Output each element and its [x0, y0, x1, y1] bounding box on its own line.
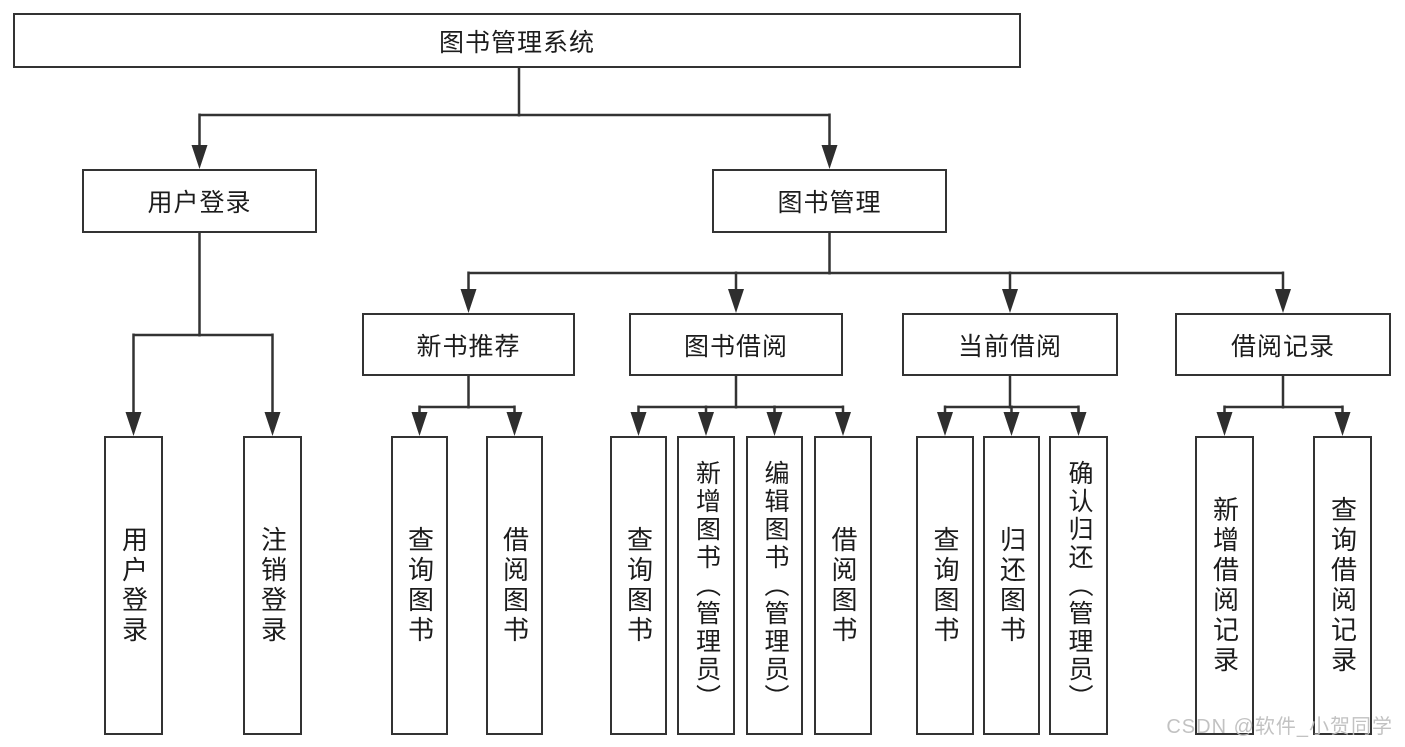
leaf-query-books-recommend-label: 查询图书: [404, 525, 435, 646]
leaf-borrow-books-borrowing: 借阅图书: [814, 436, 872, 735]
leaf-add-books-admin: 新增图书（管理员）: [677, 436, 735, 735]
leaf-add-borrow-record-label: 新增借阅记录: [1209, 495, 1240, 676]
node-borrowing-records: 借阅记录: [1175, 313, 1391, 376]
leaf-query-borrow-record: 查询借阅记录: [1313, 436, 1372, 735]
leaf-add-books-admin-label: 新增图书（管理员）: [692, 459, 721, 712]
node-current-borrowing: 当前借阅: [902, 313, 1118, 376]
leaf-confirm-return-admin-label: 确认归还（管理员）: [1065, 459, 1093, 712]
leaf-user-login: 用户登录: [104, 436, 163, 735]
leaf-query-books-recommend: 查询图书: [391, 436, 448, 735]
leaf-query-books-borrowing: 查询图书: [610, 436, 667, 735]
leaf-logout-label: 注销登录: [257, 525, 288, 646]
node-library-management-system: 图书管理系统: [13, 13, 1021, 68]
leaf-query-books-borrowing-label: 查询图书: [623, 525, 654, 646]
leaf-query-books-current-label: 查询图书: [930, 525, 960, 646]
leaf-confirm-return-admin: 确认归还（管理员）: [1049, 436, 1108, 735]
leaf-query-borrow-record-label: 查询借阅记录: [1327, 495, 1358, 676]
leaf-edit-books-admin: 编辑图书（管理员）: [746, 436, 803, 735]
leaf-user-login-label: 用户登录: [118, 525, 149, 646]
leaf-add-borrow-record: 新增借阅记录: [1195, 436, 1254, 735]
leaf-query-books-current: 查询图书: [916, 436, 974, 735]
node-new-book-recommend: 新书推荐: [362, 313, 575, 376]
leaf-return-books-label: 归还图书: [996, 525, 1027, 646]
node-book-management: 图书管理: [712, 169, 947, 233]
leaf-borrow-books-recommend: 借阅图书: [486, 436, 543, 735]
leaf-borrow-books-recommend-label: 借阅图书: [499, 525, 530, 646]
node-book-borrowing: 图书借阅: [629, 313, 843, 376]
node-user-login: 用户登录: [82, 169, 317, 233]
leaf-logout: 注销登录: [243, 436, 302, 735]
leaf-edit-books-admin-label: 编辑图书（管理员）: [761, 459, 789, 712]
leaf-borrow-books-borrowing-label: 借阅图书: [828, 525, 858, 646]
leaf-return-books: 归还图书: [983, 436, 1040, 735]
